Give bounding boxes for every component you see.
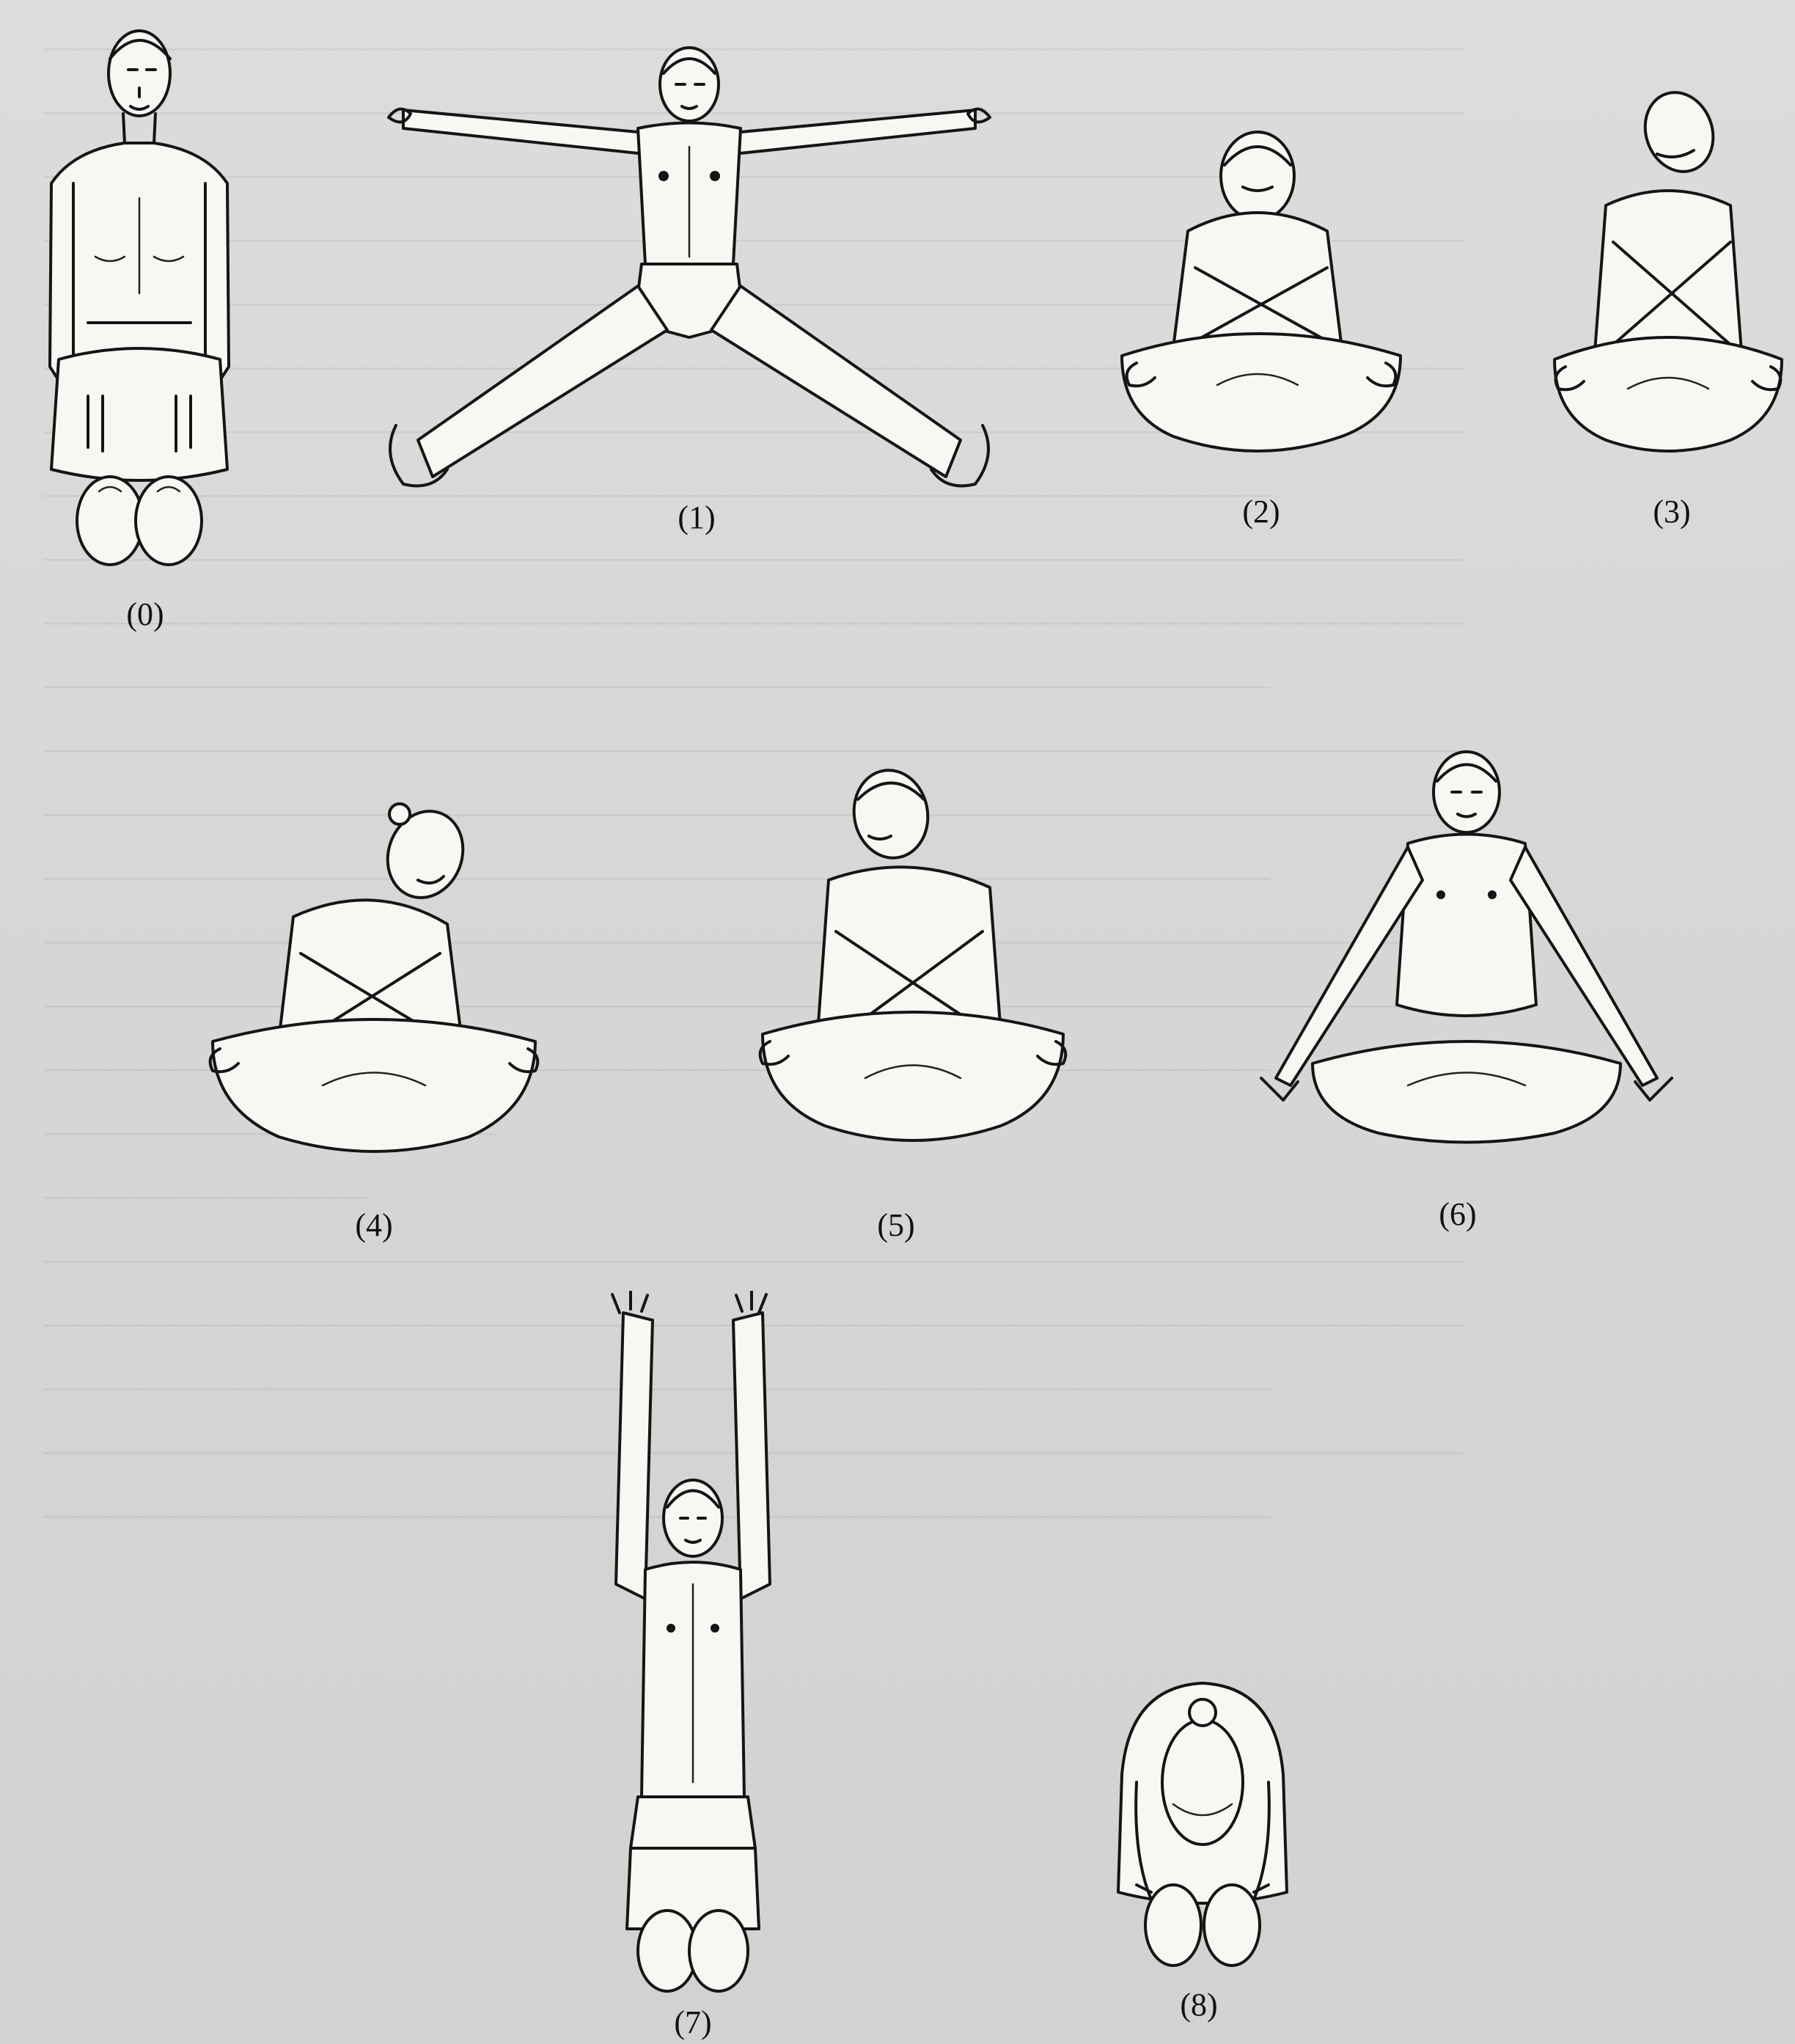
figure-5-caption: (5) (823, 1206, 969, 1244)
figure-3-illustration (1540, 81, 1795, 477)
figure-0-illustration (29, 15, 249, 572)
figure-1-caption: (1) (623, 499, 770, 536)
figure-8-caption: (8) (1126, 1986, 1272, 2023)
figure-1-illustration (374, 44, 1005, 528)
figure-6-caption: (6) (1384, 1195, 1531, 1233)
figure-6-illustration (1247, 741, 1686, 1151)
figure-0-caption: (0) (72, 596, 219, 633)
figure-5-illustration (748, 755, 1078, 1166)
figure-2-illustration (1107, 121, 1415, 473)
figure-7-illustration (579, 1291, 807, 1995)
figure-4-caption: (4) (301, 1206, 447, 1244)
figure-3-caption: (3) (1598, 493, 1745, 530)
figure-8-illustration (1100, 1672, 1305, 1980)
figure-7-caption: (7) (620, 2004, 766, 2041)
figure-4-illustration (198, 792, 550, 1173)
figure-2-caption: (2) (1188, 493, 1335, 530)
